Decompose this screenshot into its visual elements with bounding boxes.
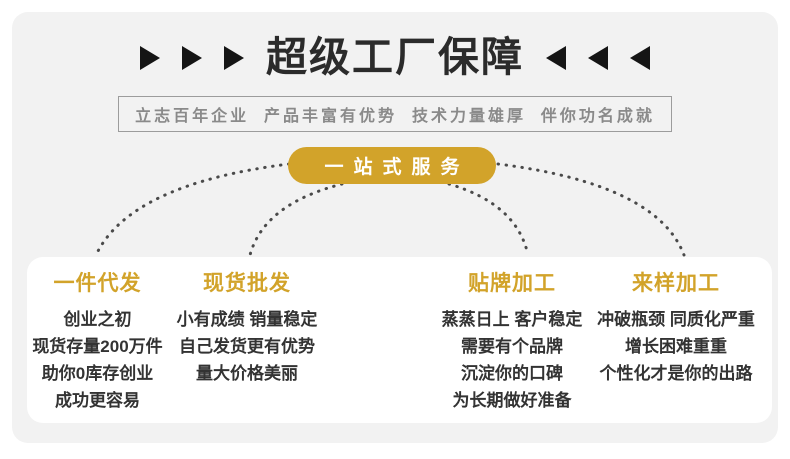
pill-label: 一站式服务: [324, 157, 470, 178]
column-heading: 贴牌加工: [468, 272, 556, 295]
column-drop-shipping: 一件代发 创业之初 现货存量200万件 助你0库存创业 成功更容易: [27, 267, 168, 414]
right-arrow-group: [546, 45, 650, 70]
column-line: 冲破瓶颈 同质化严重: [597, 310, 755, 329]
column-line: 沉淀你的口碑: [461, 364, 563, 383]
column-line: 现货存量200万件: [32, 337, 163, 356]
arrow-right-icon: [224, 45, 244, 70]
one-stop-service-pill: 一站式服务: [288, 147, 496, 184]
column-wholesale: 现货批发 小有成绩 销量稳定 自己发货更有优势 量大价格美丽: [147, 267, 347, 387]
arrow-right-icon: [140, 45, 160, 70]
column-heading: 现货批发: [203, 272, 291, 295]
dotted-curve: [496, 162, 686, 257]
arrow-right-icon: [182, 45, 202, 70]
column-line: 小有成绩 销量稳定: [176, 310, 318, 329]
column-line: 蒸蒸日上 客户稳定: [441, 310, 583, 329]
dotted-curve: [447, 182, 530, 257]
column-line: 增长困难重重: [625, 337, 727, 356]
column-line: 量大价格美丽: [196, 364, 298, 383]
column-line: 需要有个品牌: [461, 337, 563, 356]
dotted-curve: [248, 182, 344, 257]
column-line: 自己发货更有优势: [179, 337, 315, 356]
services-card: 一件代发 创业之初 现货存量200万件 助你0库存创业 成功更容易 现货批发 小…: [27, 257, 772, 423]
arrow-left-icon: [630, 45, 650, 70]
column-line: 助你0库存创业: [41, 364, 154, 383]
arrow-left-icon: [588, 45, 608, 70]
column-heading: 来样加工: [632, 272, 720, 295]
dotted-curve: [94, 162, 291, 257]
left-arrow-group: [140, 45, 244, 70]
title-row: 超级工厂保障: [12, 34, 778, 81]
page-title: 超级工厂保障: [266, 34, 524, 80]
subtitle-wrap: 立志百年企业 产品丰富有优势 技术力量雄厚 伴你功名成就: [12, 96, 778, 132]
column-line: 为长期做好准备: [452, 391, 572, 410]
column-line: 创业之初: [63, 310, 132, 329]
column-oem: 贴牌加工 蒸蒸日上 客户稳定 需要有个品牌 沉淀你的口碑 为长期做好准备: [412, 267, 612, 414]
subtitle: 立志百年企业 产品丰富有优势 技术力量雄厚 伴你功名成就: [118, 96, 672, 132]
arrow-left-icon: [546, 45, 566, 70]
column-line: 个性化才是你的出路: [599, 364, 753, 383]
column-custom-sample: 来样加工 冲破瓶颈 同质化严重 增长困难重重 个性化才是你的出路: [570, 267, 782, 387]
promo-banner: 超级工厂保障 立志百年企业 产品丰富有优势 技术力量雄厚 伴你功名成就 一站式服…: [12, 12, 778, 443]
column-line: 成功更容易: [55, 391, 140, 410]
column-heading: 一件代发: [53, 272, 142, 295]
